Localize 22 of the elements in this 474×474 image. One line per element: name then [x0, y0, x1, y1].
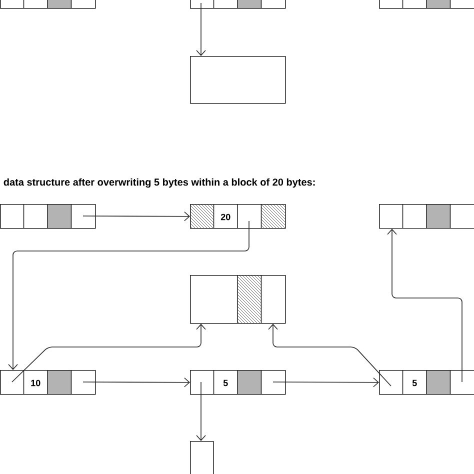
record-box: 5: [379, 370, 474, 395]
record-box: [190, 0, 286, 9]
box: [190, 56, 286, 104]
heading: data structure after overwriting 5 bytes within a block of 20 bytes:: [4, 178, 315, 188]
record-box: [0, 204, 96, 229]
record-box: [190, 274, 286, 324]
record-box: 5: [190, 370, 286, 395]
arrow: [268, 324, 392, 386]
arrow: [196, 382, 206, 441]
arrow: [82, 211, 190, 222]
arrow: [12, 324, 206, 382]
arrow: [82, 377, 190, 388]
record-box: 10: [0, 370, 96, 395]
record-box: 20: [190, 204, 286, 229]
record-box: [379, 204, 474, 229]
arrow: [8, 220, 250, 370]
box: [190, 441, 214, 474]
arrow: [272, 377, 379, 388]
record-box: [0, 0, 96, 9]
arrow: [196, 2, 206, 56]
arrow: [387, 228, 462, 382]
record-box: [379, 0, 474, 9]
